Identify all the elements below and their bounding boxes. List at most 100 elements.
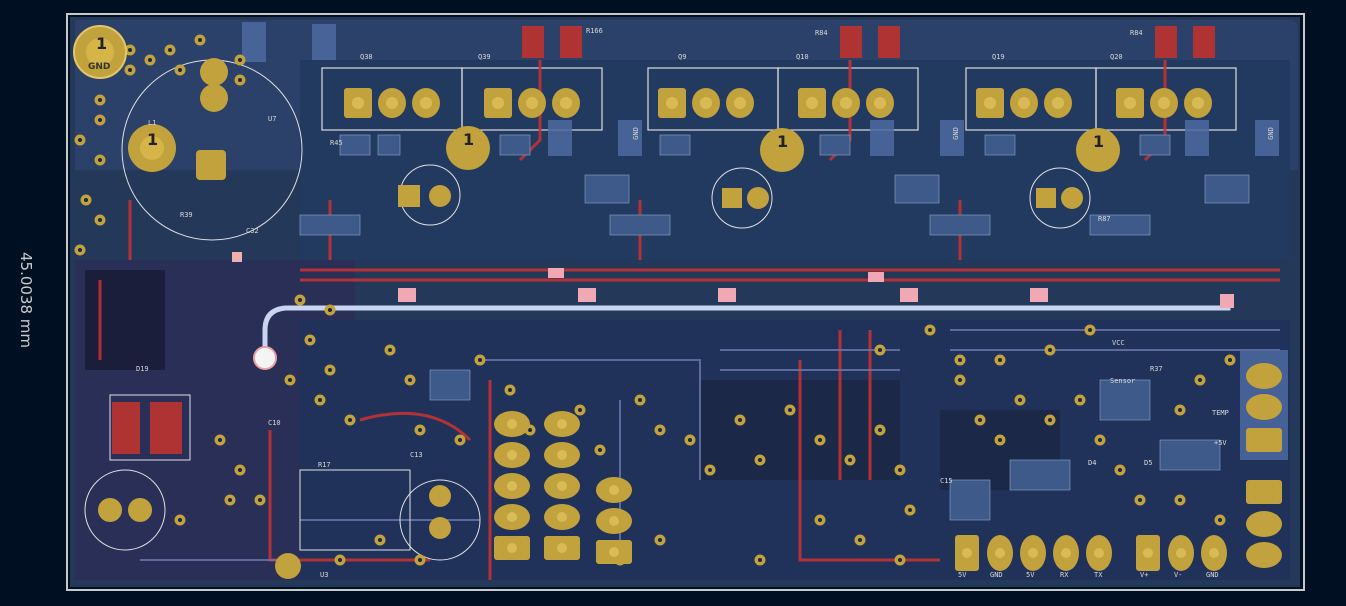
via-hole [998, 358, 1002, 362]
gnd-pad[interactable] [73, 25, 127, 79]
mosfet-pin-center [666, 97, 678, 109]
ref-u7: U7 [268, 115, 277, 123]
via-hole [908, 508, 912, 512]
via-hole [128, 48, 132, 52]
via-hole [378, 538, 382, 542]
ref-l1: L1 [148, 119, 157, 127]
via-hole [1228, 358, 1232, 362]
label-sensor: Sensor [1110, 377, 1136, 385]
header-pin-center [557, 481, 567, 491]
via-hole [878, 348, 882, 352]
pin-headers[interactable] [494, 363, 1282, 571]
header-pin[interactable] [1246, 511, 1282, 537]
ref-q20: Q20 [1110, 53, 1123, 61]
ref-r45: R45 [330, 139, 343, 147]
via-hole [638, 398, 642, 402]
ref-d5: D5 [1144, 459, 1153, 467]
via-hole [348, 418, 352, 422]
board-dimension-label: 45.0038 mm [17, 251, 35, 349]
via-hole [1178, 498, 1182, 502]
via-hole [758, 458, 762, 462]
via-hole [408, 378, 412, 382]
via-hole [998, 438, 1002, 442]
ref-r37: R37 [1150, 365, 1163, 373]
l1-pin-1: 1 [147, 130, 159, 149]
hdr-label-gnd: GND [990, 571, 1003, 579]
label-vcc: VCC [1112, 339, 1125, 347]
via-hole [458, 438, 462, 442]
via-hole [508, 388, 512, 392]
via-hole [328, 308, 332, 312]
via-hole [168, 48, 172, 52]
capacitor-pads[interactable] [98, 126, 1120, 579]
via-hole [1048, 348, 1052, 352]
mosfet-pin-center [526, 97, 538, 109]
header-pin-center [557, 419, 567, 429]
via-hole [388, 348, 392, 352]
header-pin-center [1209, 548, 1219, 558]
highlighted-via[interactable] [253, 346, 277, 370]
ref-r166: R166 [586, 27, 603, 35]
via-hole [858, 538, 862, 542]
ref-c15: C15 [940, 477, 953, 485]
gnd-pad-number: 1 [96, 34, 108, 53]
via-hole [658, 428, 662, 432]
header-pin[interactable] [1246, 363, 1282, 389]
resistor-pads-row [398, 268, 1234, 308]
via-hole [958, 358, 962, 362]
via-hole [418, 428, 422, 432]
mosfet-pin-center [984, 97, 996, 109]
ref-gnd-2: GND [631, 127, 640, 140]
inductor-l1-pads[interactable] [128, 58, 228, 180]
via-hole [758, 558, 762, 562]
via-hole [738, 418, 742, 422]
mosfet-pin-center [700, 97, 712, 109]
header-pin-center [995, 548, 1005, 558]
header-pin[interactable] [1246, 542, 1282, 568]
via-hole [1138, 498, 1142, 502]
header-pin[interactable] [1246, 394, 1282, 420]
mosfet-pin-center [492, 97, 504, 109]
header-pin-1[interactable] [1246, 428, 1282, 452]
header-pin-center [507, 419, 517, 429]
label-temp: TEMP [1212, 409, 1229, 417]
hdr-label-vplus: V+ [1140, 571, 1149, 579]
hdr-label-rx: RX [1060, 571, 1069, 579]
mosfet-pin-center [386, 97, 398, 109]
via-hole [1098, 438, 1102, 442]
via-hole [818, 438, 822, 442]
ref-r17: R17 [318, 461, 331, 469]
mosfet-pin-center [734, 97, 746, 109]
mosfet-pin-center [420, 97, 432, 109]
via-hole [318, 398, 322, 402]
via-hole [1198, 378, 1202, 382]
hdr-label-tx: TX [1094, 571, 1103, 579]
header-pin-center [507, 481, 517, 491]
mosfet-pin-center [806, 97, 818, 109]
via-hole [788, 408, 792, 412]
ref-q39: Q39 [478, 53, 491, 61]
highlighted-pad-start[interactable] [232, 252, 242, 262]
via-hole [418, 558, 422, 562]
header-pin-center [557, 512, 567, 522]
header-pin-1[interactable] [1246, 480, 1282, 504]
c-pin-1-b: 1 [777, 132, 789, 151]
header-pin-center [1143, 548, 1153, 558]
mosfet-pin-center [1018, 97, 1030, 109]
via-hole [98, 98, 102, 102]
mosfet-pin-center [560, 97, 572, 109]
ref-d4: D4 [1088, 459, 1097, 467]
c-pin-1-a: 1 [463, 130, 475, 149]
via-hole [1088, 328, 1092, 332]
board-edge-outline [66, 13, 1305, 591]
via-hole [258, 498, 262, 502]
via-hole [238, 58, 242, 62]
mosfet-pins[interactable] [344, 88, 1212, 118]
smd-pads [299, 134, 1250, 521]
header-pin-center [609, 516, 619, 526]
via-hole [878, 428, 882, 432]
via-hole [148, 58, 152, 62]
header-pin-center [609, 547, 619, 557]
highlighted-net-track[interactable] [262, 298, 1231, 360]
